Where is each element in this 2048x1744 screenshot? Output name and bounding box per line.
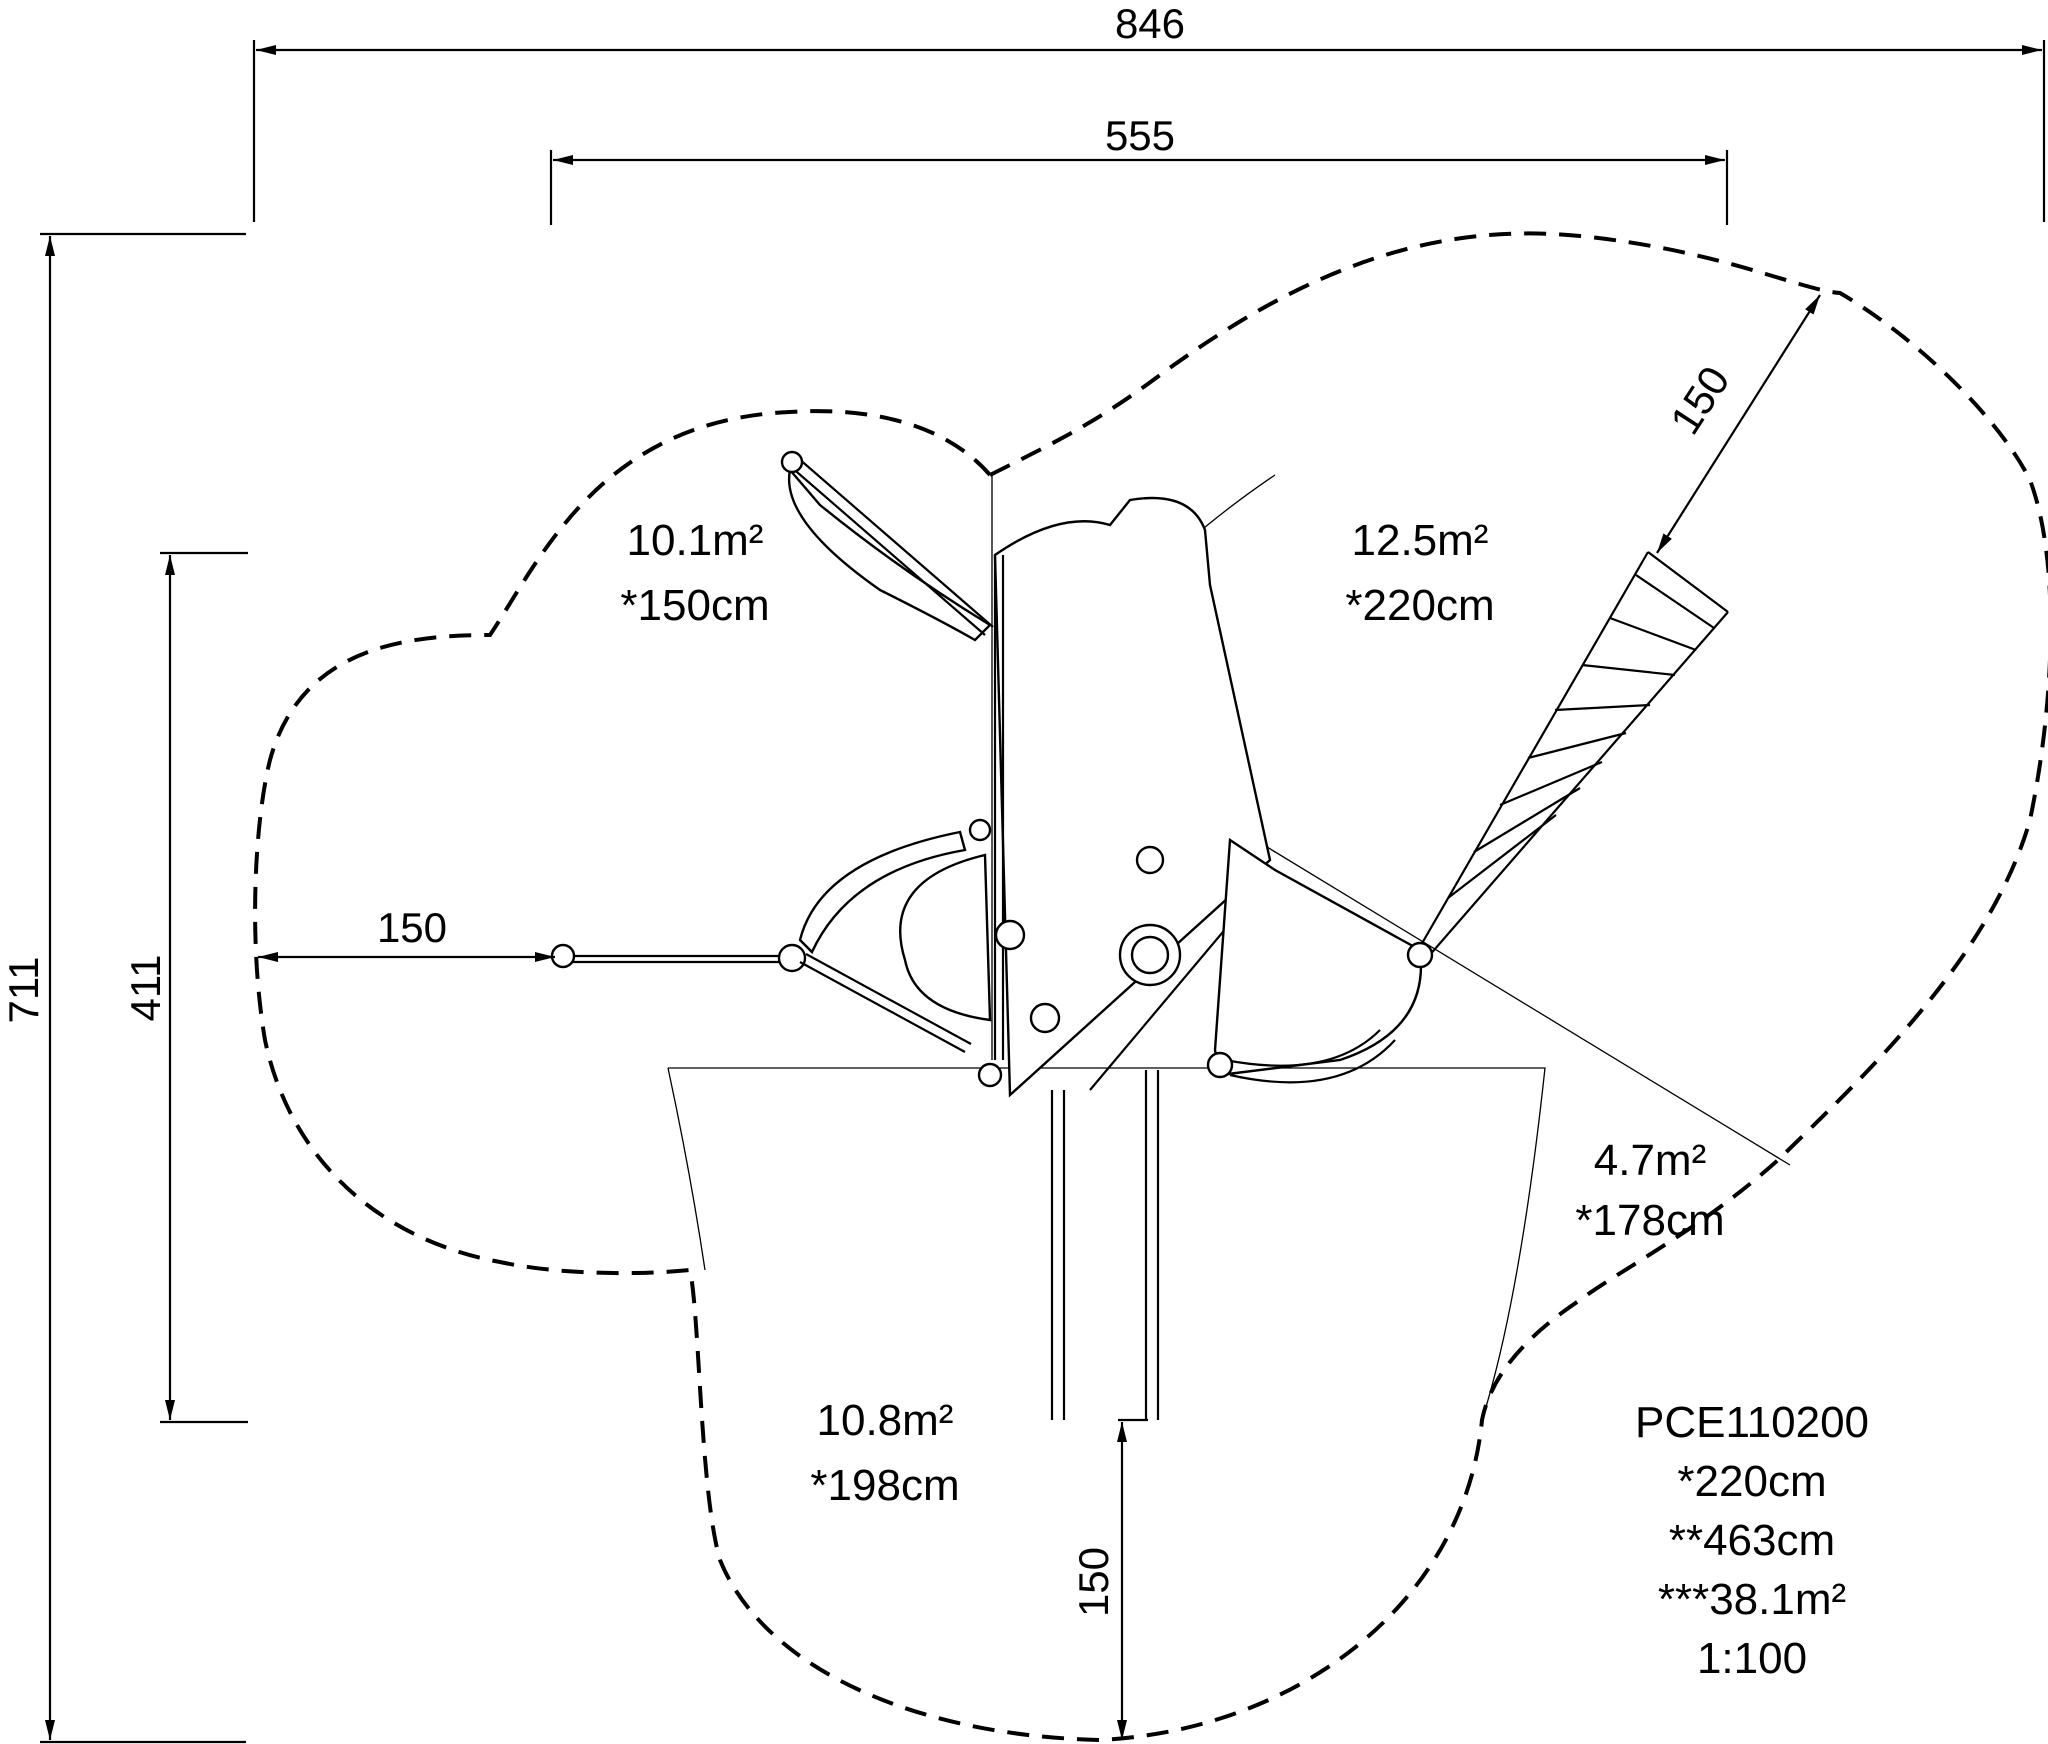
drawing-scale: 1:100 [1697, 1634, 1807, 1683]
legs [1050, 1070, 1160, 1420]
post-joint-left [777, 943, 807, 973]
dimension-overall-width: 846 [252, 0, 2046, 222]
zone-area: 10.1m² [627, 516, 764, 565]
zone-fall-height: *178cm [1575, 1196, 1724, 1245]
frame-depth-label: 411 [122, 955, 169, 1022]
product-height: *220cm [1677, 1457, 1826, 1506]
arch-climber-left [798, 830, 967, 955]
zone-area: 4.7m² [1594, 1136, 1706, 1185]
overall-width-label: 846 [1115, 0, 1185, 47]
frame-width-label: 555 [1105, 112, 1175, 159]
tower-platform [993, 496, 1272, 1098]
dimension-frame-width: 555 [549, 112, 1729, 225]
slide-deck [1213, 837, 1423, 1077]
zone-fall-height: *220cm [1345, 581, 1494, 630]
left-clearance-label: 150 [377, 904, 447, 951]
product-info: PCE110200 *220cm **463cm ***38.1m² 1:100 [1635, 1398, 1869, 1683]
product-code: PCE110200 [1635, 1398, 1869, 1447]
dimension-top-right-clearance: 150 [1656, 294, 1821, 554]
safety-zone-outline [253, 231, 2048, 1743]
post-left [550, 943, 576, 969]
play-equipment [550, 450, 1729, 1420]
bottom-clearance-label: 150 [1070, 1547, 1117, 1617]
zone-label-top-right: 12.5m² *220cm [1345, 516, 1494, 630]
zone-fall-height: *198cm [810, 1461, 959, 1510]
ladder [1406, 551, 1729, 969]
dimension-bottom-clearance: 150 [1070, 1418, 1148, 1740]
overall-depth-label: 711 [0, 957, 47, 1024]
zone-area: 12.5m² [1352, 516, 1489, 565]
zone-fall-height: *150cm [620, 581, 769, 630]
top-right-clearance-label: 150 [1661, 358, 1739, 442]
zone-label-right: 4.7m² *178cm [1575, 1136, 1724, 1245]
zone-area: 10.8m² [817, 1396, 954, 1445]
dimension-overall-depth: 711 [0, 232, 246, 1744]
zone-label-top-left: 10.1m² *150cm [620, 516, 769, 630]
product-area: ***38.1m² [1658, 1575, 1846, 1624]
dimension-left-clearance: 150 [258, 904, 555, 962]
dimension-frame-depth: 411 [122, 551, 248, 1424]
arch-climber-upper [787, 467, 992, 642]
zone-label-bottom: 10.8m² *198cm [810, 1396, 959, 1510]
product-length: **463cm [1669, 1516, 1835, 1565]
curved-panel [899, 853, 992, 1022]
